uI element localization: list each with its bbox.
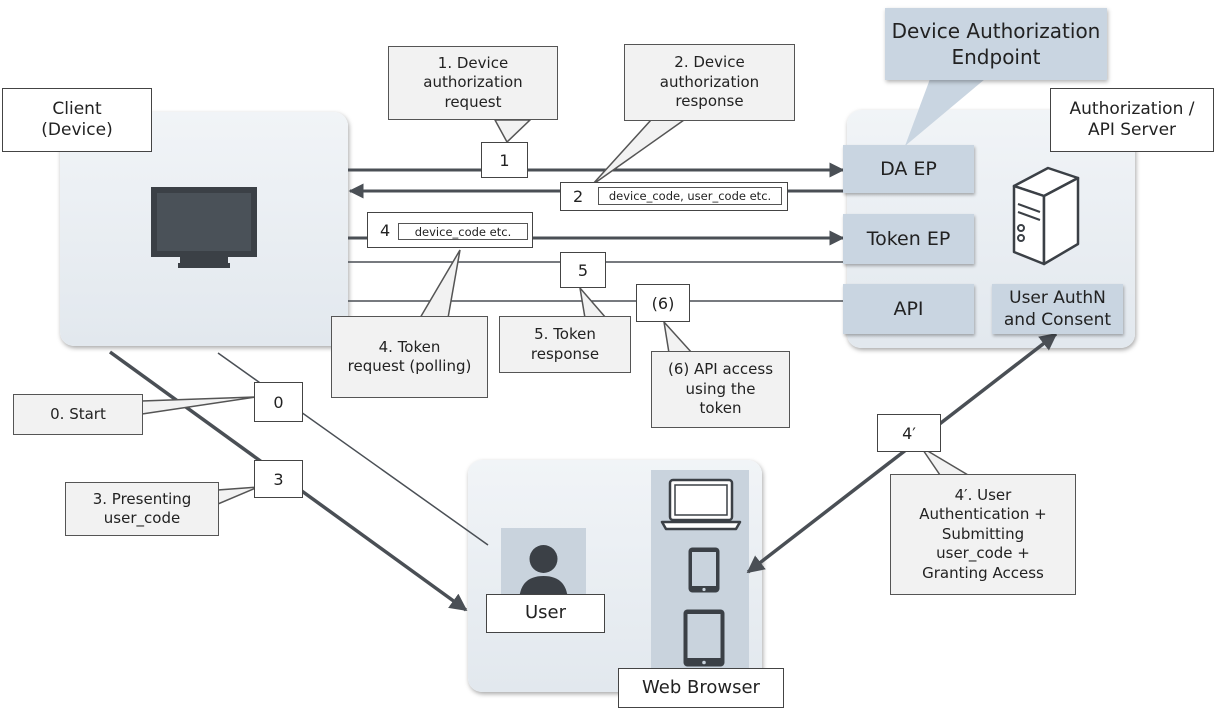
- server-icon: [1008, 164, 1082, 268]
- step-4-number: 4: [380, 220, 391, 240]
- laptop-icon: [660, 478, 742, 532]
- pointer-c1: [493, 119, 532, 144]
- tablet-large-icon: [682, 608, 726, 668]
- web-browser-label: Web Browser: [618, 668, 784, 708]
- step-3: 3: [254, 460, 303, 498]
- payload-2: device_code, user_code etc.: [598, 187, 782, 205]
- pointer-c2: [591, 119, 687, 186]
- server-label: Authorization / API Server: [1050, 88, 1214, 152]
- token-ep-box: Token EP: [843, 214, 974, 264]
- callout-5: 5. Token response: [499, 316, 631, 373]
- callout-1: 1. Device authorization request: [388, 46, 558, 120]
- step-2-number: 2: [573, 187, 584, 206]
- callout-4-prime: 4′. User Authentication + Submitting use…: [890, 474, 1076, 595]
- pointer-da-title: [905, 79, 985, 146]
- step-6: (6): [636, 284, 690, 322]
- user-label: User: [486, 594, 605, 633]
- callout-0: 0. Start: [13, 394, 143, 435]
- step-4-prime: 4′: [877, 414, 941, 452]
- callout-3: 3. Presenting user_code: [65, 482, 219, 536]
- callout-4: 4. Token request (polling): [331, 316, 488, 398]
- user-authn-box: User AuthN and Consent: [992, 284, 1123, 334]
- payload-4: device_code etc.: [398, 223, 528, 240]
- tablet-icon: [687, 546, 721, 594]
- arrow-user-auth: [746, 332, 1058, 574]
- callout-2: 2. Device authorization response: [624, 44, 795, 121]
- da-ep-box: DA EP: [843, 145, 974, 193]
- monitor-icon: [150, 186, 258, 270]
- pointer-c5: [578, 285, 608, 319]
- pointer-c6: [662, 319, 694, 354]
- da-endpoint-title: Device Authorization Endpoint: [885, 8, 1107, 80]
- pointer-c3: [217, 486, 259, 506]
- pointer-c0: [141, 396, 257, 415]
- pointer-c4: [418, 249, 461, 319]
- callout-6: (6) API access using the token: [651, 351, 790, 428]
- step-0: 0: [254, 382, 303, 422]
- step-1: 1: [481, 142, 528, 178]
- step-5: 5: [560, 252, 606, 288]
- client-label: Client (Device): [2, 88, 152, 152]
- api-box: API: [843, 284, 974, 334]
